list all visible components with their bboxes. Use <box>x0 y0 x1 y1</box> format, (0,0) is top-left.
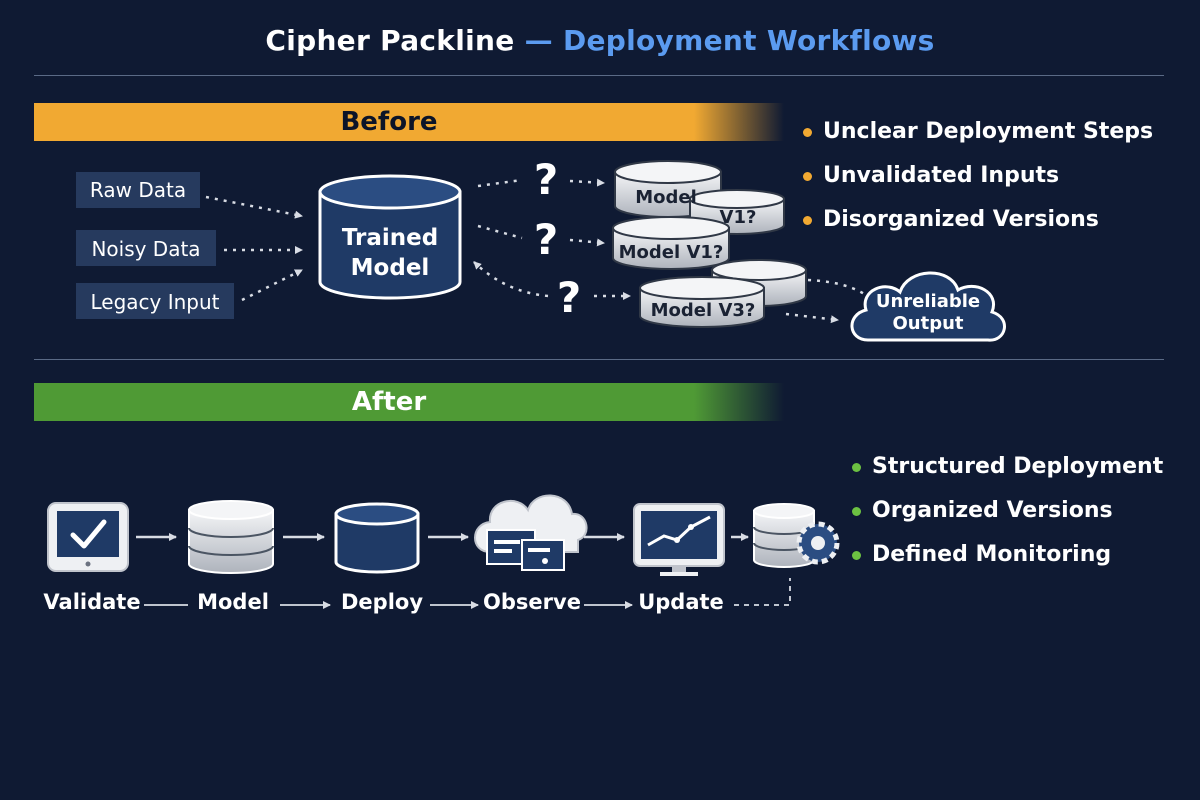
trained-model-cylinder-icon: Trained Model <box>318 174 462 300</box>
bullet-text: Disorganized Versions <box>823 207 1099 232</box>
uncertain-arrows <box>473 178 871 324</box>
after-banner: After <box>34 383 784 421</box>
title-main: Cipher Packline <box>265 24 515 57</box>
dotted-arrow <box>473 261 549 298</box>
version-label: Model <box>635 187 697 208</box>
before-bullet-item: Disorganized Versions <box>803 198 1153 242</box>
bullet-dot-icon <box>852 463 861 472</box>
version-label: V1? <box>720 207 757 228</box>
dotted-line <box>477 224 523 240</box>
dotted-arrow <box>569 178 605 187</box>
dotted-line <box>477 178 523 188</box>
deploy-cylinder-icon <box>334 502 420 574</box>
input-noisy-data: Noisy Data <box>76 230 216 266</box>
bullet-text: Structured Deployment <box>872 454 1164 479</box>
step-label-validate: Validate <box>43 590 140 614</box>
before-bullet-list: Unclear Deployment Steps Unvalidated Inp… <box>803 110 1153 242</box>
input-raw-data: Raw Data <box>76 172 200 208</box>
version-label: Model V1? <box>619 242 724 263</box>
title-accent: Deployment Workflows <box>562 24 935 57</box>
trained-model-label-line1: Trained <box>342 225 438 251</box>
question-mark-icon: ? <box>557 273 581 322</box>
bullet-dot-icon <box>803 172 812 181</box>
after-label: After <box>351 387 427 417</box>
input-arrows <box>205 195 303 302</box>
after-bullet-item: Defined Monitoring <box>852 533 1163 577</box>
bullet-dot-icon <box>852 551 861 560</box>
database-gear-icon <box>753 503 840 568</box>
bullet-text: Unvalidated Inputs <box>823 163 1060 188</box>
trained-model-label-line2: Model <box>351 255 430 281</box>
top-divider <box>34 75 1164 76</box>
step-label-update: Update <box>638 590 724 614</box>
before-label: Before <box>340 107 438 137</box>
question-mark-icon: ? <box>534 155 558 204</box>
step-labels: Validate Model Deploy Observe Update <box>43 590 723 614</box>
after-bullet-item: Structured Deployment <box>852 445 1163 489</box>
before-banner: Before <box>34 103 784 141</box>
dotted-arrow <box>569 238 605 247</box>
dotted-arrow <box>785 312 839 324</box>
version-label: Model V3? <box>651 300 756 321</box>
after-bullet-item: Organized Versions <box>852 489 1163 533</box>
step-connector <box>734 578 791 606</box>
input-label: Legacy Input <box>90 290 219 314</box>
bullet-dot-icon <box>852 507 861 516</box>
step-label-observe: Observe <box>483 590 581 614</box>
version-disk <box>612 216 730 270</box>
input-label: Noisy Data <box>91 237 200 261</box>
dotted-line <box>807 278 871 299</box>
unreliable-output-cloud-icon: Unreliable Output <box>850 271 1006 342</box>
before-bullet-item: Unvalidated Inputs <box>803 154 1153 198</box>
bullet-text: Unclear Deployment Steps <box>823 119 1154 144</box>
cloud-dashboard-icon <box>474 494 588 571</box>
title-separator: — <box>514 24 563 57</box>
step-label-model: Model <box>197 590 269 614</box>
dotted-arrow <box>205 195 303 219</box>
page-title: Cipher Packline — Deployment Workflows <box>0 24 1200 57</box>
bullet-text: Organized Versions <box>872 498 1113 523</box>
dotted-arrow <box>241 268 303 302</box>
question-mark-icon: ? <box>534 215 558 264</box>
after-bullet-list: Structured Deployment Organized Versions… <box>852 445 1163 577</box>
step-label-arrows <box>144 578 791 609</box>
chart-monitor-icon <box>633 503 725 576</box>
check-monitor-icon <box>47 502 129 572</box>
bullet-text: Defined Monitoring <box>872 542 1112 567</box>
step-label-deploy: Deploy <box>341 590 423 614</box>
bullet-dot-icon <box>803 216 812 225</box>
version-disk <box>639 276 765 328</box>
output-label-line1: Unreliable <box>876 291 980 312</box>
input-legacy: Legacy Input <box>76 283 234 319</box>
bullet-dot-icon <box>803 128 812 137</box>
input-label: Raw Data <box>90 178 186 202</box>
before-bullet-item: Unclear Deployment Steps <box>803 110 1153 154</box>
output-label-line2: Output <box>892 313 963 334</box>
database-icon <box>188 500 274 574</box>
middle-divider <box>34 359 1164 360</box>
model-version-stack-icon <box>612 160 807 328</box>
